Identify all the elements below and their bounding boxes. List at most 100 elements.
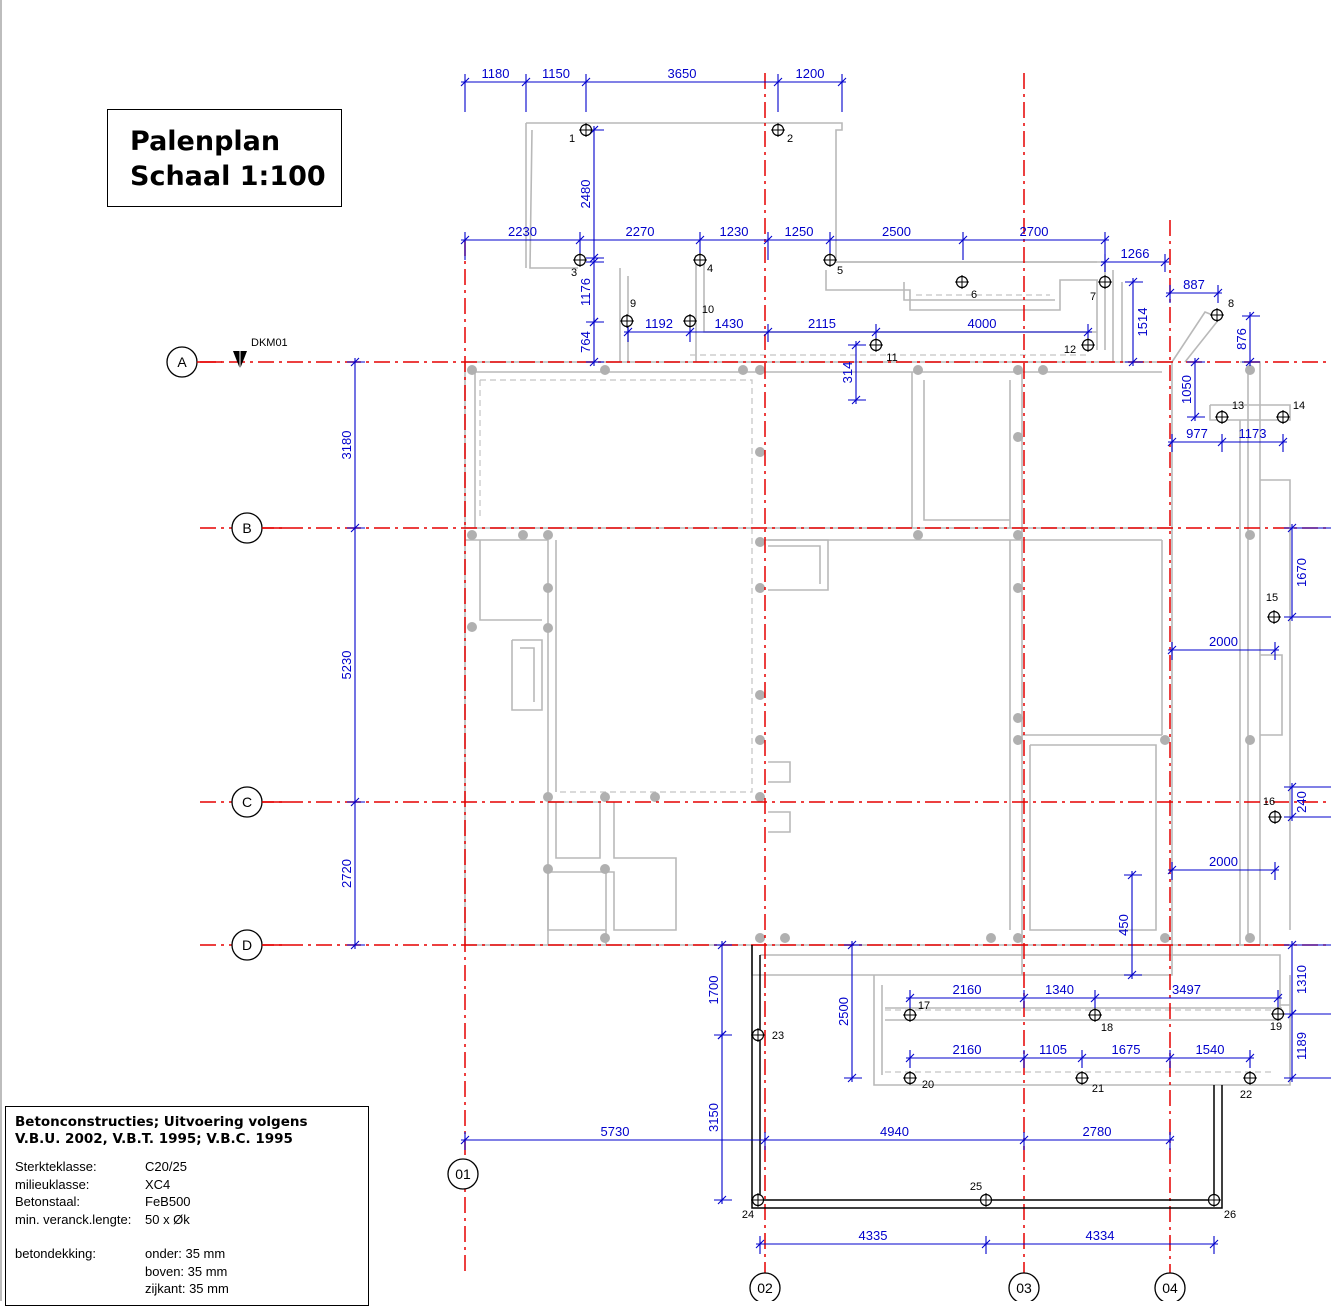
dimension-tick xyxy=(717,1030,727,1040)
dimension-tick xyxy=(851,340,861,350)
dimension-label: 2500 xyxy=(836,997,851,1026)
grid-bubble-circle xyxy=(749,1272,781,1301)
grid-col-label: 02 xyxy=(757,1280,773,1296)
spec-key: min. veranck.lengte: xyxy=(15,1211,132,1227)
existing-pile xyxy=(467,365,477,375)
existing-pile xyxy=(1013,933,1023,943)
dimension-tick xyxy=(847,940,857,950)
pile-number: 6 xyxy=(971,289,977,301)
existing-pile xyxy=(780,933,790,943)
foundation-beam xyxy=(520,647,535,702)
existing-pile xyxy=(913,530,923,540)
pile-14: 14 xyxy=(1276,400,1305,424)
existing-pile xyxy=(543,864,553,874)
dimension-label: 4000 xyxy=(968,316,997,331)
dimension-tick xyxy=(460,1135,470,1145)
grid-row-label: B xyxy=(242,520,251,536)
pile-13: 13 xyxy=(1215,400,1244,424)
dimension-tick xyxy=(1190,357,1200,367)
existing-pile xyxy=(1245,735,1255,745)
dimension-label: 1173 xyxy=(1239,426,1267,441)
existing-pile xyxy=(755,792,765,802)
existing-pile xyxy=(1013,432,1023,442)
existing-pile xyxy=(1013,713,1023,723)
spec-row: milieuklasse:XC4 xyxy=(15,1176,368,1194)
dimension-tick xyxy=(695,235,705,245)
foundation-beam xyxy=(1029,744,1157,931)
pile-number: 16 xyxy=(1263,796,1275,808)
dimension-label: 764 xyxy=(578,331,593,353)
dimension-tick xyxy=(581,77,591,87)
grid-col-label: 03 xyxy=(1016,1280,1032,1296)
pile-number: 21 xyxy=(1092,1083,1104,1095)
dimension-tick xyxy=(1209,1239,1219,1249)
foundation-beam xyxy=(511,639,543,711)
dimension-label: 1430 xyxy=(715,316,744,331)
drawing-title: Palenplan xyxy=(130,126,281,157)
dimension-tick xyxy=(460,235,470,245)
dimension-label: 977 xyxy=(1186,426,1208,441)
dimension-tick xyxy=(350,940,360,950)
existing-pile xyxy=(755,933,765,943)
dimension-label: 1050 xyxy=(1179,375,1194,404)
grid-bubble-col: 01 xyxy=(447,1158,479,1190)
pile-number: 14 xyxy=(1293,400,1305,412)
dimension-label: 1105 xyxy=(1039,1042,1067,1057)
dimension-label: 2000 xyxy=(1209,634,1238,649)
dimension-label: 2160 xyxy=(953,1042,982,1057)
pile-number: 18 xyxy=(1101,1022,1113,1034)
dimension-label: 1675 xyxy=(1112,1042,1141,1057)
pile-5: 5 xyxy=(823,253,843,277)
dimension-tick xyxy=(905,993,915,1003)
pile-number: 25 xyxy=(970,1181,982,1193)
dimension-tick xyxy=(460,77,470,87)
grid-bubble-col: 02 xyxy=(749,1272,781,1301)
existing-pile xyxy=(1038,365,1048,375)
dimension-tick xyxy=(575,235,585,245)
new-beam-line xyxy=(759,955,1215,1201)
spec-heading-line2: V.B.U. 2002, V.B.T. 1995; V.B.C. 1995 xyxy=(15,1131,293,1147)
dimension-tick xyxy=(1100,235,1110,245)
pile-11: 11 xyxy=(869,338,898,364)
existing-pile xyxy=(755,537,765,547)
grid-bubble-circle xyxy=(1154,1272,1186,1301)
foundation-beam xyxy=(529,129,578,269)
pile-12: 12 xyxy=(1064,338,1095,356)
pile-number: 11 xyxy=(886,352,897,364)
foundation-beam xyxy=(873,975,1291,1086)
dimension-label: 3180 xyxy=(339,431,354,460)
spec-value: FeB500 xyxy=(145,1194,191,1209)
dimension-label: 2700 xyxy=(1020,224,1049,239)
dimension-label: 887 xyxy=(1183,277,1205,292)
dimension-lines xyxy=(347,74,1331,1254)
pile-21: 21 xyxy=(1075,1071,1104,1095)
existing-pile xyxy=(467,622,477,632)
dimension-tick xyxy=(851,395,861,405)
grid-row-label: A xyxy=(177,354,187,370)
dimension-tick xyxy=(1127,970,1137,980)
foundation-beam xyxy=(768,545,821,584)
pile-24: 24 xyxy=(742,1193,765,1221)
pile-number: 10 xyxy=(702,304,714,316)
dimension-tick xyxy=(1127,870,1137,880)
pile-4: 4 xyxy=(693,253,713,275)
dimension-tick xyxy=(1278,437,1288,447)
dimension-tick xyxy=(760,1135,770,1145)
dimension-label: 1180 xyxy=(482,66,510,81)
dimension-tick xyxy=(589,257,599,267)
foundation-beam xyxy=(923,380,1010,521)
dimension-tick xyxy=(685,327,695,337)
dimension-tick xyxy=(717,940,727,950)
spec-key: Betonstaal: xyxy=(15,1194,81,1209)
dimension-tick xyxy=(1213,288,1223,298)
dimension-tick xyxy=(623,327,633,337)
existing-pile xyxy=(1013,735,1023,745)
dimension-label: 3497 xyxy=(1172,982,1201,997)
dimension-tick xyxy=(1019,993,1029,1003)
grid-bubble-circle xyxy=(447,1158,479,1190)
dimension-tick xyxy=(589,357,599,367)
dimension-label: 2480 xyxy=(578,180,593,209)
dimension-label: 2270 xyxy=(626,224,655,239)
foundation-beam xyxy=(1260,654,1283,736)
dimension-tick xyxy=(1245,357,1255,367)
